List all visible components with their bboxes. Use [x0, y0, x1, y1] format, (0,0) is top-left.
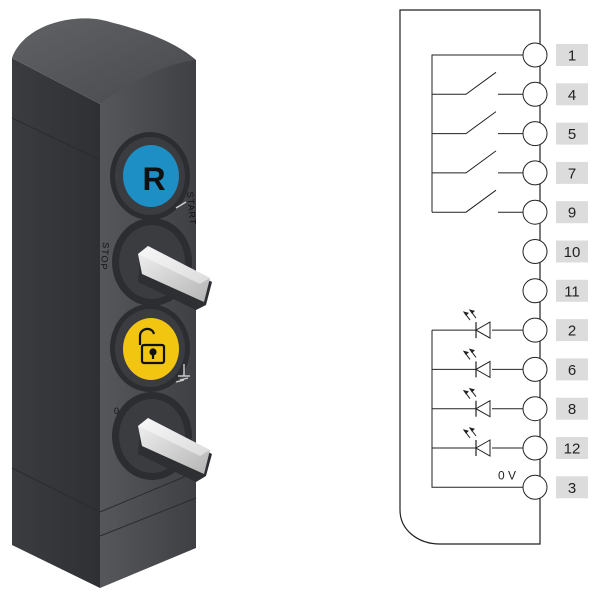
led-2	[432, 309, 523, 339]
unlock-button[interactable]	[110, 304, 190, 392]
terminal-connector	[522, 317, 548, 343]
unlock-padlock-icon	[138, 327, 166, 365]
pin-number-box	[556, 319, 588, 342]
terminal-connector	[522, 474, 548, 500]
terminal-connector	[522, 239, 548, 264]
pin-number-box	[556, 44, 588, 66]
terminal-12: 12	[432, 427, 588, 461]
terminal-9: 9	[432, 189, 588, 225]
terminal-11: 11	[522, 278, 588, 304]
enclosure-outline	[399, 9, 541, 545]
lock-selector-switch[interactable]	[112, 392, 212, 482]
switch-common-bus	[431, 54, 523, 213]
pin-number: 10	[564, 244, 581, 261]
housing-seam-lower	[11, 467, 197, 513]
terminal-connector	[522, 121, 548, 147]
pin-number: 9	[568, 205, 576, 222]
pin-number: 8	[568, 401, 576, 418]
terminal-7: 7	[432, 150, 588, 186]
pin-number: 1	[568, 48, 576, 65]
device-illustration: R START STOP	[11, 18, 212, 588]
pin-number-box	[556, 240, 588, 263]
pin-number: 4	[568, 87, 576, 104]
pin-number: 2	[568, 323, 576, 340]
terminal-10: 10	[522, 239, 588, 264]
led-ground-bus	[431, 330, 523, 488]
switch-contact-9	[432, 189, 523, 213]
pin-number-box	[556, 358, 588, 381]
terminal-list: 1 4 5 7 9 10 11 2 6 8 12 0 V 3	[431, 42, 588, 500]
light-emission-arrows-icon	[462, 348, 477, 360]
switch-contact-7	[432, 150, 523, 174]
pin-number: 3	[568, 480, 576, 497]
pin-number: 6	[568, 362, 576, 379]
pin-number: 11	[564, 283, 580, 300]
housing-top-face	[12, 18, 196, 104]
light-emission-arrows-icon	[462, 427, 477, 439]
pin-number-box	[556, 83, 588, 106]
terminal-voltage-label: 0 V	[498, 468, 516, 482]
light-emission-arrows-icon	[462, 309, 477, 321]
pin-number-box	[556, 476, 588, 499]
reset-button[interactable]: R	[110, 132, 190, 220]
zero-position-label: 0	[114, 406, 119, 416]
led-6	[432, 348, 523, 379]
terminal-connector	[522, 81, 548, 107]
terminal-1: 1	[522, 42, 588, 68]
terminal-connector	[522, 42, 548, 68]
switch-contact-4	[432, 71, 523, 95]
stop-label: STOP	[99, 242, 111, 271]
pin-number: 12	[564, 441, 581, 458]
pin-number-box	[556, 279, 588, 302]
housing-seam-upper	[11, 117, 101, 161]
start-stop-selector-switch[interactable]	[112, 218, 212, 310]
led-12	[432, 427, 523, 457]
start-position-mark	[175, 201, 187, 209]
pin-number-box	[556, 397, 588, 420]
lock-symbol-icon	[175, 364, 190, 383]
wiring-diagram: 1 4 5 7 9 10 11 2 6 8 12 0 V 3	[399, 9, 588, 545]
terminal-connector	[522, 356, 548, 382]
terminal-connector	[522, 199, 548, 225]
terminal-connector	[522, 435, 548, 461]
pin-number-box	[556, 437, 588, 459]
reset-r-icon: R	[142, 161, 165, 197]
housing-side-face	[12, 58, 100, 588]
light-emission-arrows-icon	[462, 387, 477, 399]
terminal-8: 8	[432, 387, 588, 422]
terminal-6: 6	[432, 348, 588, 382]
start-label: START	[185, 191, 198, 225]
led-8	[432, 387, 523, 418]
terminal-connector	[522, 278, 548, 304]
switch-contact-5	[432, 111, 523, 135]
pin-number: 5	[568, 126, 576, 143]
housing-seam-bottom	[99, 497, 197, 537]
terminal-5: 5	[432, 111, 588, 147]
terminal-4: 4	[432, 71, 588, 107]
pin-number-box	[556, 161, 588, 184]
pin-number-box	[556, 122, 588, 145]
terminal-3: 0 V 3	[498, 468, 588, 500]
terminal-connector	[522, 160, 548, 186]
terminal-connector	[522, 396, 548, 422]
pin-number: 7	[568, 165, 576, 182]
terminal-2: 2	[432, 309, 588, 343]
pin-number-box	[556, 201, 588, 224]
